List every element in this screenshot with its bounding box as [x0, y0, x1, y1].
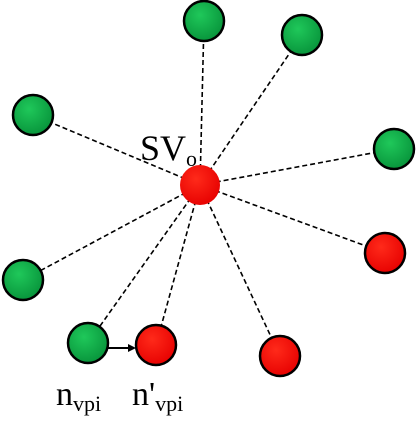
node-vpi [66, 321, 110, 365]
center-node-label: SVo [140, 128, 197, 171]
node-top-left [182, 0, 226, 43]
node-vpi-label: nvpi [56, 376, 101, 416]
node-right-lower [363, 231, 407, 275]
center-node-label-main: SV [140, 128, 186, 168]
center-node-label-sub: o [186, 146, 197, 171]
green-nodes [1, 0, 416, 365]
node-left-lower [1, 258, 45, 302]
edge-to-node-top-left [199, 20, 205, 186]
node-right-upper [372, 127, 416, 171]
edge-to-node-left-lower [22, 184, 201, 281]
center-node [180, 165, 220, 205]
edge-to-node-vpi-prime [155, 184, 201, 346]
edge-to-node-right-upper [199, 148, 395, 186]
node-vpi-label-sub: vpi [73, 391, 101, 416]
node-bottom-right [258, 334, 302, 378]
node-vpi-prime [134, 323, 178, 367]
node-top-right [280, 13, 324, 57]
node-vpi-prime-label: n'vpi [132, 376, 183, 416]
edge-to-node-left-upper [32, 114, 201, 186]
node-vpi-prime-label-main: n' [132, 376, 155, 413]
red-nodes [134, 231, 407, 378]
edge-to-node-top-right [199, 34, 303, 186]
node-vpi-prime-label-sub: vpi [155, 391, 183, 416]
edge-to-node-right-lower [199, 184, 386, 254]
node-vpi-label-main: n [56, 376, 73, 413]
edge-to-node-vpi [87, 184, 201, 344]
edges [22, 20, 395, 357]
node-left-upper [11, 93, 55, 137]
